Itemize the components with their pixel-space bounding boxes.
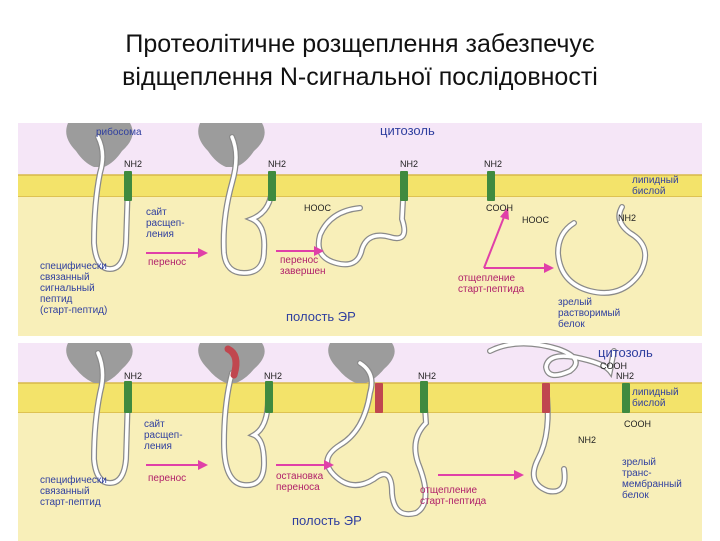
transmembrane-segment	[542, 383, 550, 413]
nascent-chain-1	[92, 135, 130, 271]
cleavage-site-label-4: сайт	[144, 419, 165, 430]
mature-label-6: мембранный	[622, 478, 682, 490]
er-lumen-label-2: полость ЭР	[292, 513, 362, 528]
signal-peptide-label-8: старт-пептид	[40, 497, 101, 508]
cytosolic-domain	[488, 343, 616, 377]
lipid-bilayer	[18, 175, 702, 197]
nh2-label-6: NH2	[124, 371, 142, 381]
stop-transfer-segment-1	[224, 345, 240, 379]
bilayer-label-2: бислой	[632, 185, 665, 197]
translocated-chain-6	[325, 361, 428, 516]
stop-transfer-arrow-icon	[324, 460, 334, 470]
signal-peptide-2	[268, 171, 276, 201]
stop-transfer-segment-2	[375, 383, 383, 413]
lipid-bilayer-2	[18, 383, 702, 413]
ribosome-label: рибосома	[96, 126, 142, 138]
cleavage-site-label-2: расщеп-	[146, 218, 185, 229]
cleavage-label-2: старт-пептида	[458, 284, 525, 295]
cleavage-label-1: отщепление	[458, 273, 516, 284]
cleavage-site-label-5: расщеп-	[144, 430, 183, 441]
nh2-label-8: NH2	[418, 371, 436, 381]
slide-title: Протеолітичне розщеплення забезпечує від…	[0, 28, 720, 94]
released-signal-peptide	[487, 171, 495, 201]
title-line-1: Протеолітичне розщеплення забезпечує	[125, 30, 595, 58]
cleavage-label-4: старт-пептида	[420, 496, 487, 507]
released-signal-peptide-2	[622, 383, 630, 413]
ribosome-2-icon	[198, 123, 265, 167]
cytosol-label-2: цитозоль	[598, 345, 653, 360]
nascent-chain-5	[222, 371, 270, 487]
stop-transfer-label-1: остановка	[276, 471, 324, 482]
cooh-label-top: COOH	[600, 361, 627, 371]
mature-label-7: белок	[622, 489, 649, 501]
transfer-done-label-1: перенос	[280, 255, 318, 266]
transfer-label: перенос	[148, 257, 186, 268]
signal-peptide-label-5: (старт-пептид)	[40, 305, 107, 316]
nh2-label-5: NH2	[618, 213, 636, 223]
nh2-label-2: NH2	[268, 159, 286, 169]
cleavage-site-label-6: ления	[144, 441, 172, 452]
bilayer-label-3: липидный	[632, 387, 679, 398]
bilayer-label-4: бислой	[632, 397, 665, 409]
nh2-label-1: NH2	[124, 159, 142, 169]
cooh-label: COOH	[486, 203, 513, 213]
hooc-label: HOOC	[304, 203, 332, 213]
mature-label-2: растворимый	[558, 308, 620, 319]
er-lumen	[18, 197, 702, 336]
cooh-label-bottom: COOH	[624, 419, 651, 429]
transfer-arrow-icon	[198, 248, 208, 258]
nh2-label-10: NH2	[578, 435, 596, 445]
transfer-done-label-2: завершен	[280, 266, 326, 277]
signal-peptide-label-2: связанный	[40, 272, 90, 283]
mature-label-4: зрелый	[622, 457, 656, 468]
ribosome-4-icon	[198, 343, 265, 383]
nh2-label-7: NH2	[264, 371, 282, 381]
soluble-protein-diagram: рибосома цитозоль липидный бислой полост…	[18, 123, 702, 336]
cleavage-arrow-up-icon	[500, 207, 509, 220]
lumenal-domain	[532, 385, 567, 494]
nh2-label-4: NH2	[484, 159, 502, 169]
signal-peptide-3	[400, 171, 408, 201]
cleavage-site-label-3: ления	[146, 229, 174, 240]
cytosol-label: цитозоль	[380, 123, 435, 138]
mature-label-5: транс-	[622, 468, 652, 479]
mature-label-1: зрелый	[558, 297, 592, 308]
title-line-2: відщеплення N-сигнальної послідовності	[122, 63, 598, 91]
mature-label-3: белок	[558, 318, 585, 330]
nascent-chain-4	[92, 351, 130, 485]
transmembrane-protein-diagram: цитозоль липидный бислой полость ЭР NH2 …	[18, 343, 702, 541]
er-lumen-2	[18, 413, 702, 541]
signal-peptide-label-1: специфически	[40, 260, 107, 272]
signal-peptide-5	[265, 381, 273, 413]
bilayer-label-1: липидный	[632, 175, 679, 186]
stop-transfer-label-2: переноса	[276, 482, 320, 493]
transfer-complete-arrow-icon	[314, 246, 324, 256]
cleavage-arrow-2-icon	[514, 470, 524, 480]
transmembrane-protein-panel: цитозоль липидный бислой полость ЭР NH2 …	[18, 343, 702, 541]
signal-peptide-label-6: специфически	[40, 474, 107, 486]
transfer-label-2: перенос	[148, 473, 186, 484]
nascent-chain-2	[221, 135, 274, 275]
er-lumen-label: полость ЭР	[286, 309, 356, 324]
transfer-arrow-2-icon	[198, 460, 208, 470]
cleavage-site-label-1: сайт	[146, 207, 167, 218]
signal-peptide-label-3: сигнальный	[40, 283, 95, 294]
nh2-label-9: NH2	[616, 371, 634, 381]
translocated-chain-3	[317, 179, 406, 267]
soluble-protein-panel: рибосома цитозоль липидный бислой полост…	[18, 123, 702, 336]
signal-peptide-label-4: пептид	[40, 294, 73, 305]
mature-soluble-protein	[556, 205, 647, 295]
signal-peptide-1	[124, 171, 132, 201]
signal-peptide-4	[124, 381, 132, 413]
signal-peptide-label-7: связанный	[40, 486, 90, 497]
signal-peptide-6	[420, 381, 428, 413]
hooc-label-2: HOOC	[522, 215, 550, 225]
cleavage-label-3: отщепление	[420, 485, 478, 496]
nh2-label-3: NH2	[400, 159, 418, 169]
cleavage-arrow-right-icon	[544, 263, 554, 273]
